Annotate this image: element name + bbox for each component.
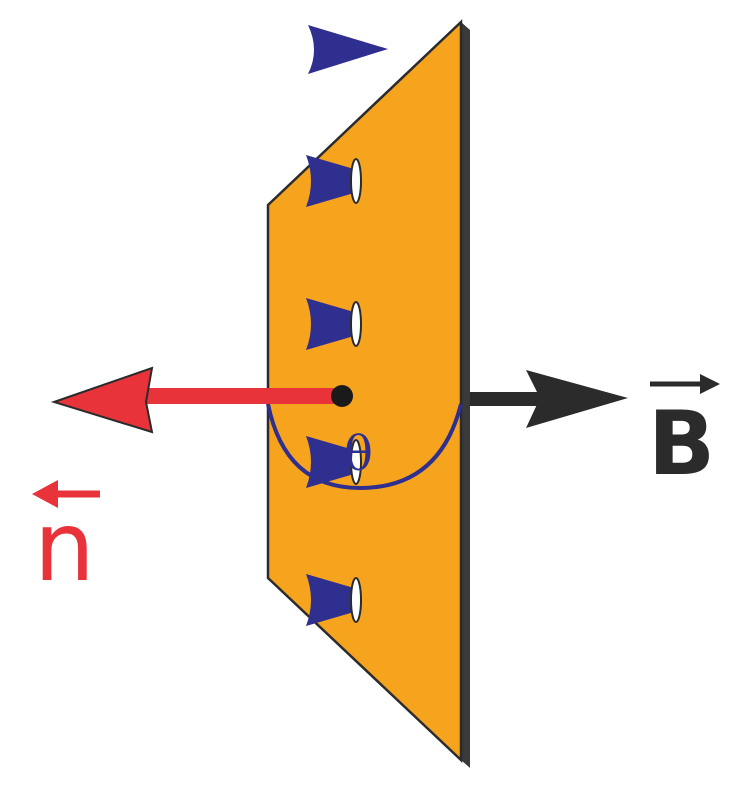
- normal-arrow-n: [50, 366, 353, 434]
- plane-surface: [266, 19, 463, 763]
- field-arrow-B: [470, 370, 628, 428]
- flux-cone-top: [308, 25, 388, 74]
- normal-label: n: [34, 491, 95, 603]
- field-label: B: [648, 392, 715, 495]
- normal-label-group: n: [32, 480, 100, 603]
- angle-arc: [266, 403, 463, 491]
- plane-edge: [461, 22, 470, 768]
- angle-label: θ: [344, 426, 373, 482]
- field-label-group: B: [648, 374, 720, 495]
